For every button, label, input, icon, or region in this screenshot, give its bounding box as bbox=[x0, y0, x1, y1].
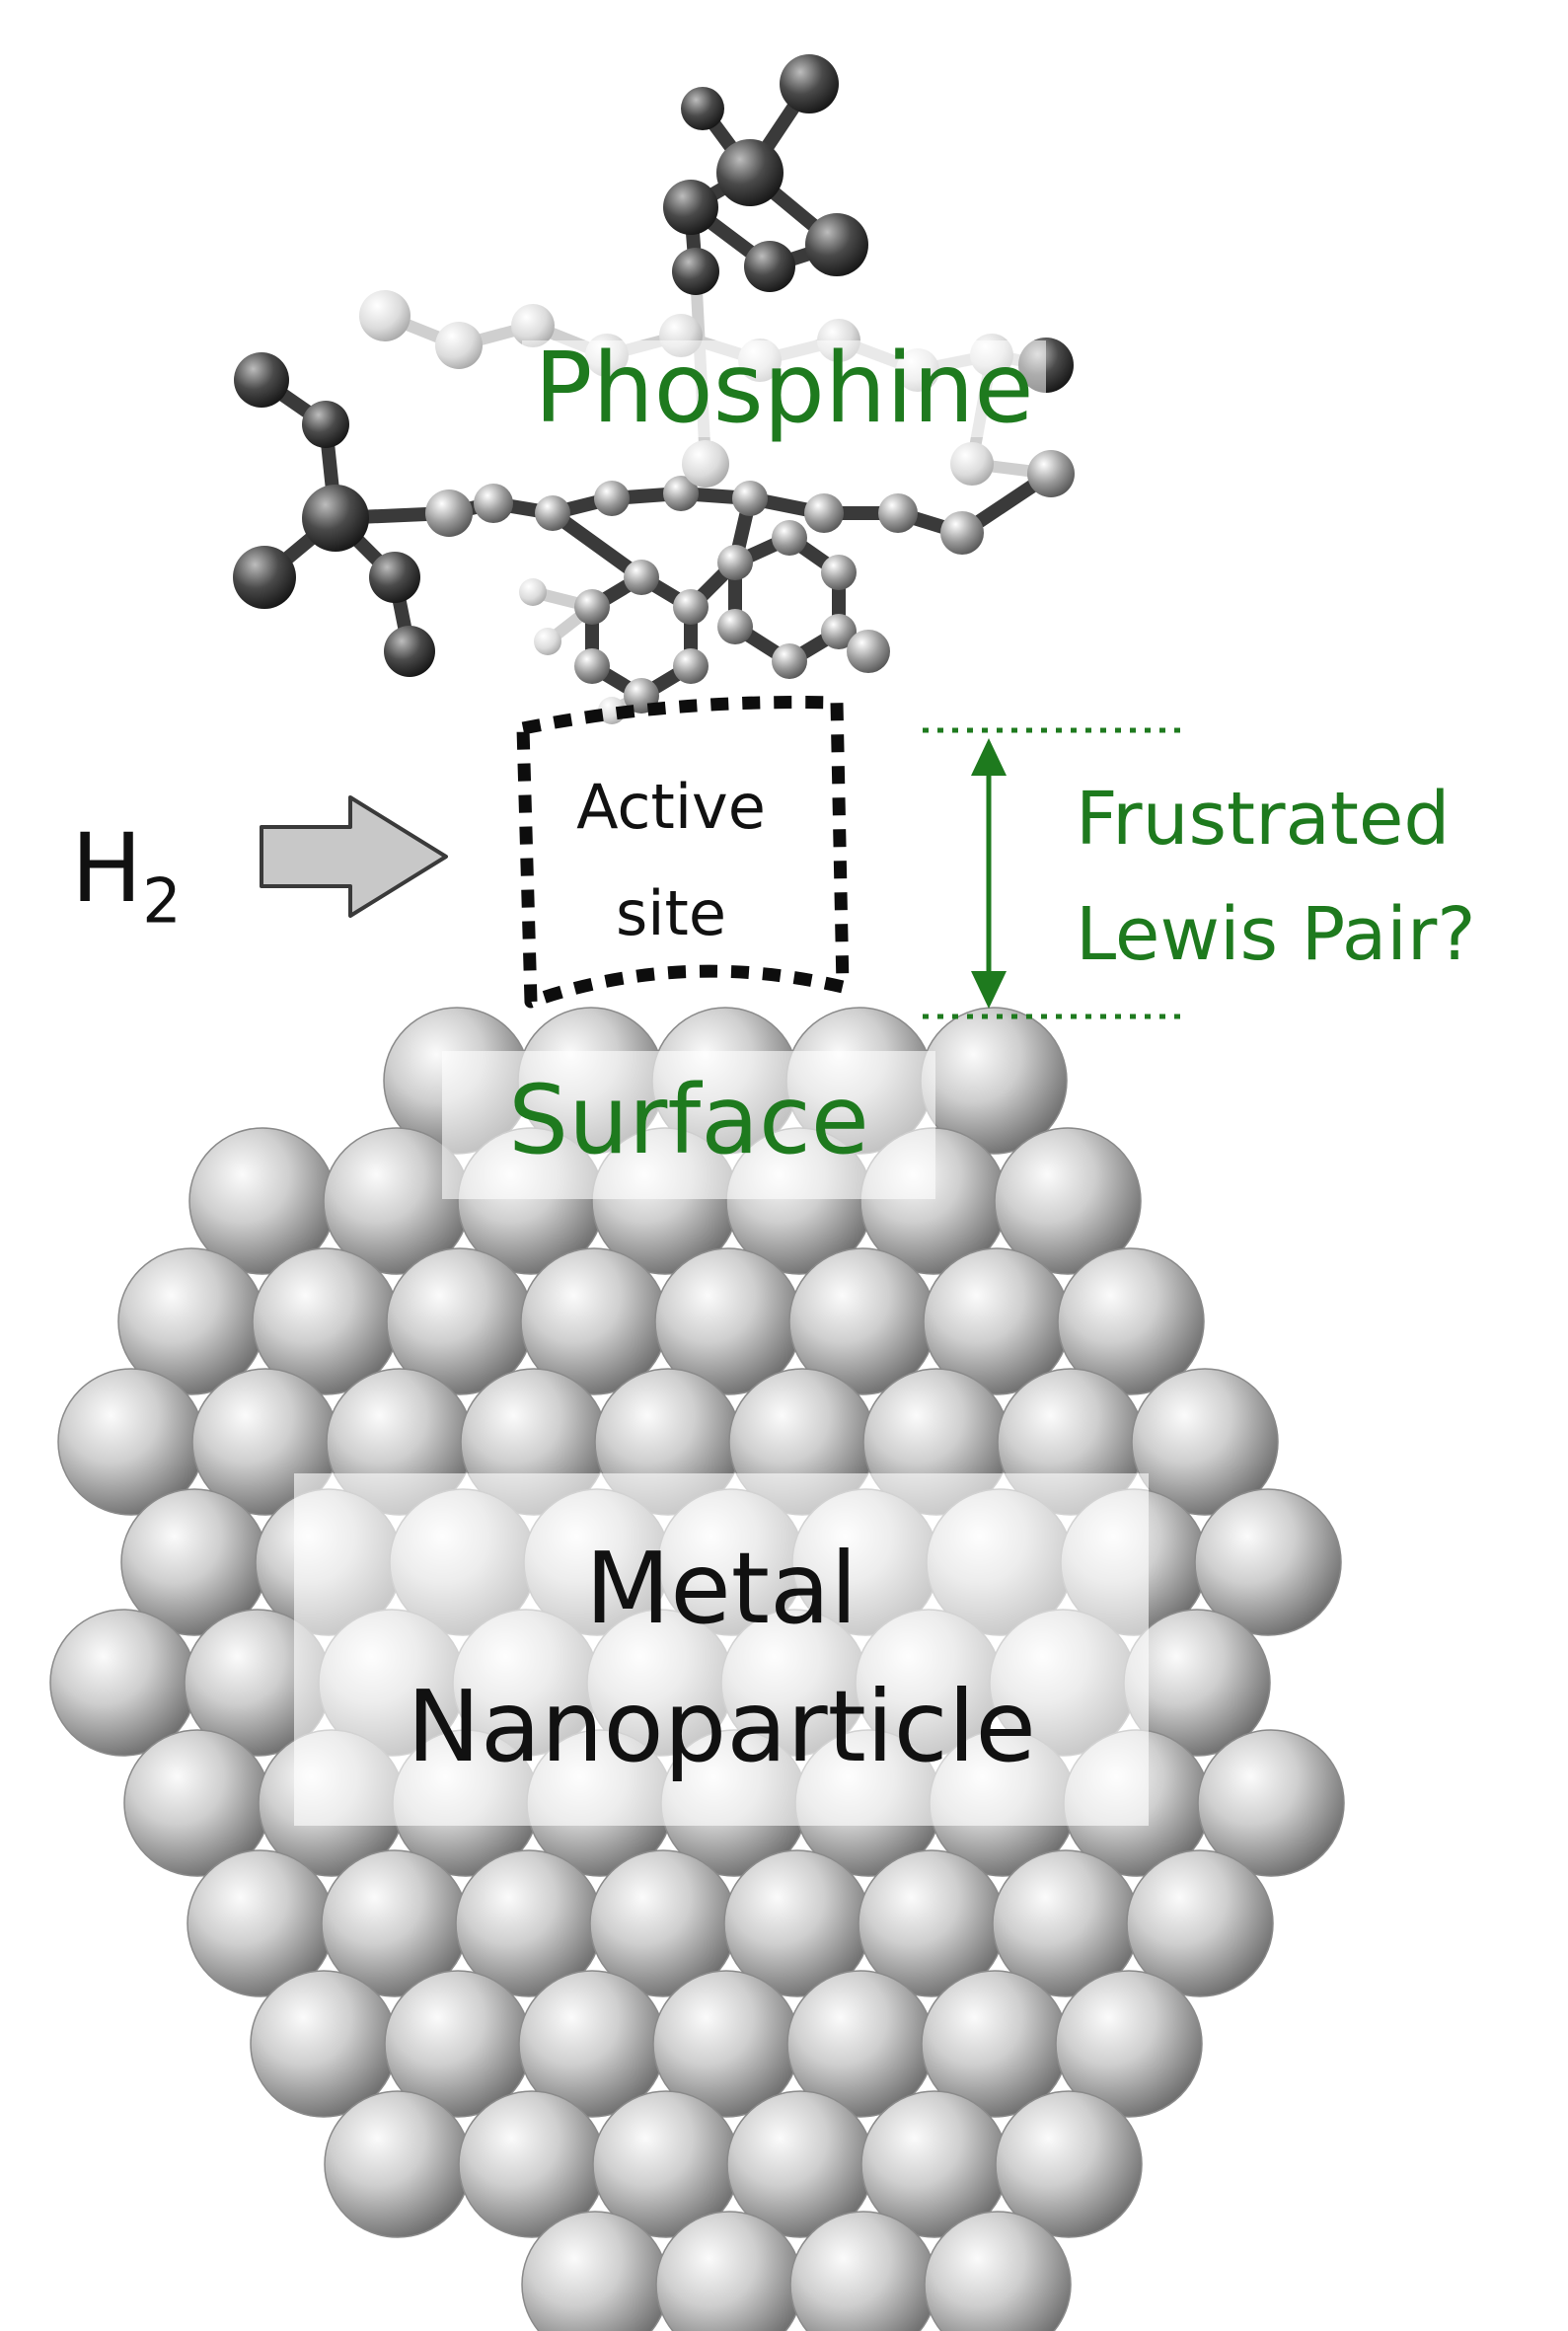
molecule-atom bbox=[732, 481, 768, 516]
metal-nanoparticle-label-line1: Metal bbox=[584, 1531, 859, 1646]
h2-subscript: 2 bbox=[142, 865, 182, 938]
molecule-atom bbox=[717, 545, 753, 580]
molecule-atom bbox=[663, 476, 699, 511]
metal-atom-sphere bbox=[924, 2211, 1072, 2331]
molecule-atom bbox=[663, 180, 718, 235]
molecule-atom bbox=[359, 290, 411, 341]
surface-label-box: Surface bbox=[442, 1051, 935, 1199]
molecule-atom bbox=[821, 614, 857, 649]
metal-atom-sphere bbox=[1055, 1970, 1203, 2118]
molecule-atom bbox=[744, 241, 795, 292]
molecule-atom bbox=[369, 552, 420, 603]
molecule-atom bbox=[624, 560, 659, 595]
molecule-atom bbox=[474, 484, 513, 523]
molecule-atom bbox=[302, 485, 369, 552]
molecule-atom bbox=[681, 87, 724, 130]
molecule-atom bbox=[940, 511, 984, 555]
metal-atom-sphere bbox=[1131, 1368, 1279, 1516]
molecule-atom bbox=[847, 630, 890, 673]
molecule-atom bbox=[673, 648, 709, 684]
molecule-bond bbox=[546, 506, 648, 584]
molecule-atom bbox=[302, 401, 349, 448]
molecule-atom bbox=[1027, 450, 1075, 497]
molecule-atom bbox=[804, 493, 844, 533]
metal-atom-sphere bbox=[1197, 1729, 1345, 1877]
surface-label: Surface bbox=[508, 1065, 869, 1175]
flp-label-line1: Frustrated bbox=[1076, 777, 1451, 862]
flp-label-line2: Lewis Pair? bbox=[1076, 892, 1476, 977]
metal-nanoparticle-label-line2: Nanoparticle bbox=[407, 1669, 1036, 1784]
metal-nanoparticle-label-backdrop bbox=[294, 1473, 1149, 1826]
molecule-atom bbox=[574, 589, 610, 625]
molecule-atom bbox=[821, 555, 857, 590]
molecule-atom bbox=[673, 589, 709, 625]
molecule-atom bbox=[425, 489, 473, 537]
surface-label-backdrop bbox=[442, 1051, 935, 1199]
molecule-atom bbox=[716, 139, 784, 206]
molecule-atom bbox=[233, 546, 296, 609]
phosphine-label: Phosphine bbox=[0, 340, 1568, 437]
flp-arrowhead-up bbox=[971, 738, 1007, 776]
molecule-atom bbox=[772, 643, 807, 679]
active-site-label-line2: site bbox=[616, 877, 726, 949]
h2-arrow bbox=[260, 795, 448, 918]
molecule-atom bbox=[534, 628, 561, 655]
metal-atom-sphere bbox=[1126, 1849, 1274, 1997]
metal-atom-sphere bbox=[324, 2090, 472, 2238]
molecule-atom bbox=[435, 322, 483, 369]
metal-atom-sphere bbox=[994, 1127, 1142, 1275]
molecule-atom bbox=[234, 352, 289, 408]
metal-atom-sphere bbox=[1057, 1247, 1205, 1395]
molecule-atom bbox=[384, 626, 435, 677]
molecule-atom bbox=[519, 578, 547, 606]
molecule-atom bbox=[805, 213, 868, 276]
molecule-atom bbox=[535, 495, 570, 531]
active-site-outline bbox=[516, 696, 850, 1009]
molecule-atom bbox=[780, 54, 839, 113]
molecule-atom bbox=[574, 648, 610, 684]
molecule-atom bbox=[594, 481, 630, 516]
active-site-label-line1: Active bbox=[576, 771, 766, 843]
molecule-atom bbox=[672, 248, 719, 295]
molecule-atom bbox=[682, 440, 729, 488]
molecule-atoms bbox=[233, 54, 1075, 724]
metal-atom-sphere bbox=[1194, 1488, 1342, 1636]
molecule-atom bbox=[772, 520, 807, 556]
phosphine-molecule-model bbox=[233, 54, 1075, 724]
molecule-atom bbox=[717, 609, 753, 644]
molecule-atom bbox=[878, 493, 918, 533]
flp-arrowhead-down bbox=[971, 971, 1007, 1009]
metal-atom-sphere bbox=[995, 2090, 1143, 2238]
h2-label: H2 bbox=[71, 813, 182, 938]
molecule-atom bbox=[511, 304, 555, 347]
molecule-atom bbox=[950, 442, 994, 486]
